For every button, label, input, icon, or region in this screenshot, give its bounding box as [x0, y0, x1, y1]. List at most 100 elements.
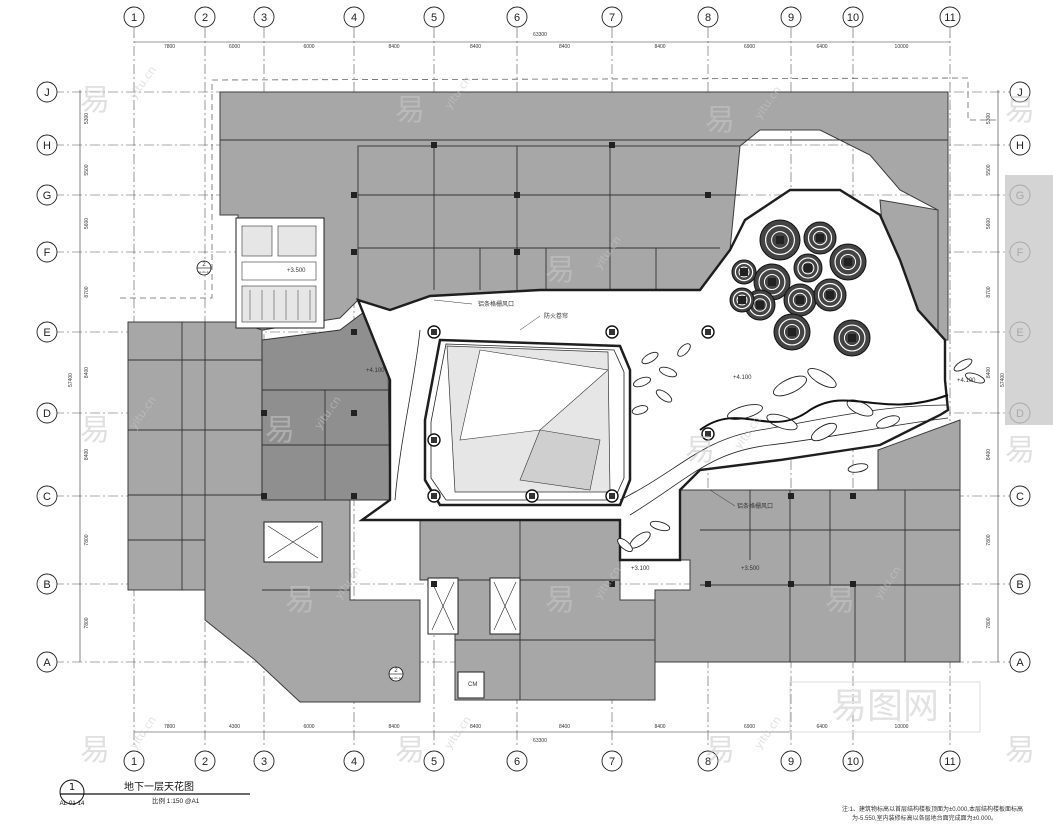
- grid-bubble-bottom-10-label: 10: [847, 756, 859, 768]
- grid-bubble-top-10-label: 10: [847, 12, 859, 24]
- general-notes: 注:1、建筑物标高以首层结构楼板顶面为±0.000,本层结构楼板面标高 为-5.…: [842, 805, 1023, 822]
- circle-feature-4: [793, 253, 823, 283]
- watermark-char: 易: [545, 583, 575, 618]
- dim-right-1: 5300: [986, 113, 992, 124]
- vine-line: [699, 394, 949, 431]
- grid-bubble-bottom-5-label: 5: [431, 756, 437, 768]
- column-6: [525, 489, 539, 503]
- overall-height-right: 57400: [1000, 373, 1006, 387]
- grid-bubble-left-D-label: D: [43, 408, 51, 420]
- dim-top-9: 6400: [816, 44, 827, 50]
- grid-bubble-left-G: G: [36, 184, 58, 206]
- dim-top-10: 10000: [895, 44, 909, 50]
- grid-bubble-bottom-8: 8: [697, 750, 719, 772]
- dim-top-5: 8400: [470, 44, 481, 50]
- elevation-label-2: +4.100: [733, 375, 752, 381]
- column-square-1: [351, 192, 357, 198]
- grid-bubble-bottom-8-label: 8: [705, 756, 711, 768]
- elevation-label-3: +4.100: [957, 378, 976, 384]
- circular-ceiling-features: [729, 219, 871, 357]
- grid-bubble-left-H-label: H: [43, 140, 51, 152]
- circle-feature-3: [829, 243, 867, 281]
- section-ref-2-sheet: AL-01-14: [390, 676, 403, 680]
- grid-bubble-left-B-label: B: [43, 579, 50, 591]
- dim-bottom-3: 6000: [303, 724, 314, 730]
- dim-bottom-4: 8400: [388, 724, 399, 730]
- drawing-title-block: 1 AL-01-14 地下一层天花图 比例 1:150 @A1: [59, 779, 250, 807]
- grid-bubble-left-C: C: [36, 485, 58, 507]
- dim-top-2: 6000: [229, 44, 240, 50]
- circle-feature-12: [729, 287, 755, 313]
- dim-right-2: 5500: [986, 164, 992, 175]
- dim-bottom-5: 8400: [470, 724, 481, 730]
- dimension-lines: 63300 63300 57400 57400: [68, 32, 1006, 744]
- dim-bottom-1: 7800: [164, 724, 175, 730]
- dim-left-7: 7800: [84, 534, 90, 545]
- leaf-features: [617, 343, 985, 552]
- dim-top-7: 8400: [654, 44, 665, 50]
- grid-bubble-top-6: 6: [506, 6, 528, 28]
- dim-left-8: 7800: [84, 617, 90, 628]
- elevation-label-5: +3.100: [631, 566, 650, 572]
- section-ref-2-number: 2: [394, 668, 398, 674]
- grid-bubble-right-H: H: [1009, 134, 1031, 156]
- column-1: [427, 325, 441, 339]
- restroom-block: [235, 217, 325, 329]
- section-ref-1-number: 2: [202, 262, 206, 268]
- dim-top-8: 6900: [744, 44, 755, 50]
- grid-bubbles: 11223344556677889910101111JJHHGGFFEEDDCC…: [36, 6, 1031, 772]
- grid-bubble-left-A-label: A: [43, 657, 51, 669]
- elevation-label-4: +3.500: [287, 268, 306, 274]
- grid-bubble-bottom-6: 6: [506, 750, 528, 772]
- dim-right-5: 8400: [986, 367, 992, 378]
- watermark-logo: 易图网: [789, 681, 981, 733]
- column-square-5: [705, 192, 711, 198]
- grid-bubble-left-F-label: F: [44, 247, 51, 259]
- structural-columns: [261, 142, 856, 587]
- grid-bubble-top-3-label: 3: [261, 12, 267, 24]
- dim-right-4: 8700: [986, 286, 992, 297]
- grid-bubble-bottom-5: 5: [423, 750, 445, 772]
- air-outlet-label-mid: 铝条格栅风口: [737, 502, 773, 510]
- watermark-char: 易: [825, 583, 855, 618]
- column-square-18: [788, 493, 794, 499]
- grid-bubble-top-6-label: 6: [514, 12, 520, 24]
- dim-bottom-9: 6400: [816, 724, 827, 730]
- grid-bubble-right-C: C: [1009, 485, 1031, 507]
- watermark-char: 易: [80, 413, 110, 448]
- watermark-char: 易: [80, 733, 110, 768]
- dim-bottom-10: 10000: [895, 724, 909, 730]
- grid-bubble-bottom-4-label: 4: [351, 756, 357, 768]
- dim-top-6: 8400: [559, 44, 570, 50]
- section-ref-1-sheet: AL-01-14: [198, 270, 211, 274]
- column-square-11: [261, 493, 267, 499]
- grid-bubble-bottom-2: 2: [194, 750, 216, 772]
- grid-bubble-right-J: J: [1009, 81, 1031, 103]
- grid-bubble-top-9: 9: [780, 6, 802, 28]
- grid-bubble-top-4: 4: [343, 6, 365, 28]
- drawing-number: 1: [69, 782, 75, 793]
- column-square-6: [351, 249, 357, 255]
- watermark-char: 易: [1005, 93, 1035, 128]
- dim-right-3: 5600: [986, 218, 992, 229]
- elevator-shafts: [263, 521, 521, 699]
- annotations: 铝条格栅风口 防火卷帘 铝条格栅风口 +4.100 +4.100 +4.100 …: [196, 260, 976, 688]
- property-line: [120, 77, 1000, 299]
- column-square-13: [431, 581, 437, 587]
- circle-feature-1: [759, 219, 801, 261]
- grid-bubble-bottom-7-label: 7: [609, 756, 615, 768]
- grid-bubble-right-A-label: A: [1016, 657, 1024, 669]
- grid-bubble-bottom-4: 4: [343, 750, 365, 772]
- circle-feature-11: [731, 259, 757, 285]
- grid-bubble-top-11-label: 11: [944, 12, 955, 24]
- grid-bubble-top-7-label: 7: [609, 12, 615, 24]
- watermark-char: 易: [80, 83, 110, 118]
- watermark-url: yitu.cn: [127, 714, 159, 752]
- grid-bubble-bottom-11: 11: [939, 750, 961, 772]
- grid-bubble-top-7: 7: [601, 6, 623, 28]
- circle-feature-7: [783, 283, 817, 317]
- grid-bubble-bottom-10: 10: [842, 750, 864, 772]
- grid-bubble-bottom-1-label: 1: [131, 756, 137, 768]
